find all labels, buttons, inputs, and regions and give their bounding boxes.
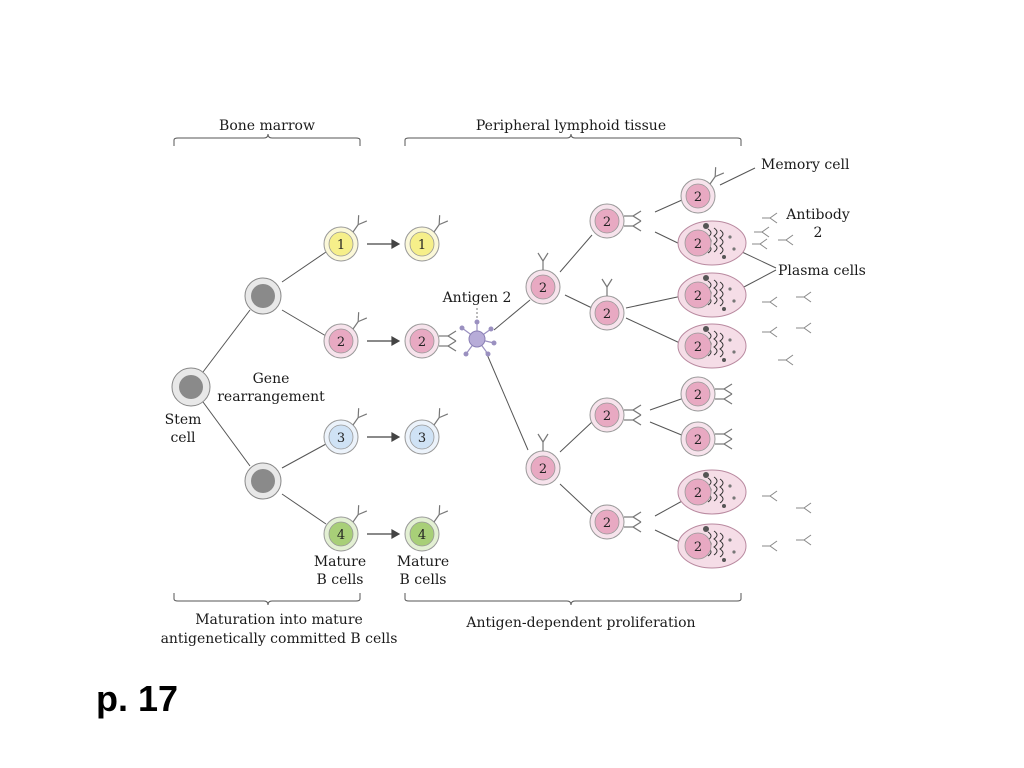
plasma-cell-1: 2 — [677, 220, 747, 266]
antibody-label-line2: 2 — [814, 225, 823, 241]
plasma-cells-label: Plasma cells — [778, 263, 866, 279]
peripheral-brace — [404, 133, 742, 146]
clone-number: 2 — [694, 237, 702, 252]
antigen-label: Antigen 2 — [442, 290, 512, 306]
activated-b-cell-lower: 2 — [525, 433, 561, 486]
clone-number: 2 — [603, 516, 611, 531]
clone-number: 2 — [603, 215, 611, 230]
clone-number: 2 — [694, 540, 702, 555]
mature-b-cells-label-2-line1: Mature — [397, 554, 449, 570]
peripheral-lymphoid-label: Peripheral lymphoid tissue — [476, 118, 666, 134]
precursor-cell-lower — [244, 462, 282, 500]
b-cell-clone-1: 1 — [323, 214, 368, 262]
clone-number: 2 — [694, 433, 702, 448]
daughter-b-cell-a: 2 — [680, 376, 733, 412]
proliferation-brace — [404, 593, 742, 606]
proliferation-label: Antigen-dependent proliferation — [465, 615, 695, 631]
proliferating-b-cell-a: 2 — [589, 203, 642, 239]
clone-number: 3 — [337, 431, 345, 446]
memory-cell: 2 — [680, 166, 725, 214]
stem-cell — [171, 367, 211, 407]
maturation-label-line2: antigenetically committed B cells — [161, 631, 398, 647]
plasma-cell-3: 2 — [677, 323, 747, 369]
clone-number: 2 — [539, 281, 547, 296]
maturation-label-line1: Maturation into mature — [195, 612, 363, 628]
clone-number: 2 — [694, 190, 702, 205]
clone-number: 4 — [337, 528, 345, 543]
daughter-b-cell-b: 2 — [680, 421, 733, 457]
activated-b-cell-upper: 2 — [525, 252, 561, 305]
maturation-arrows — [367, 238, 401, 540]
mature-b-cells-label-1-line1: Mature — [314, 554, 366, 570]
clone-number: 2 — [539, 462, 547, 477]
b-cell-clone-4: 4 — [323, 504, 368, 552]
clone-number: 4 — [418, 528, 426, 543]
antibody-label-line1: Antibody — [785, 207, 850, 223]
clone-number: 2 — [694, 289, 702, 304]
memory-cell-label: Memory cell — [761, 157, 850, 173]
plasma-cell-4: 2 — [677, 469, 747, 515]
clone-number: 1 — [337, 238, 345, 253]
peripheral-b-cell-4: 4 — [404, 504, 449, 552]
stem-cell-label-line2: cell — [170, 430, 196, 446]
bone-marrow-brace — [173, 133, 361, 146]
clone-number: 2 — [603, 307, 611, 322]
gene-rearrangement-label-line1: Gene — [253, 371, 290, 387]
gene-rearrangement-label-line2: rearrangement — [217, 389, 325, 405]
page-number-label: p. 17 — [96, 678, 179, 719]
peripheral-b-cell-2: 2 — [404, 323, 457, 359]
antigen-2 — [459, 308, 497, 357]
peripheral-b-cell-3: 3 — [404, 407, 449, 455]
clone-number: 2 — [694, 388, 702, 403]
clone-number: 1 — [418, 238, 426, 253]
stem-cell-label-line1: Stem — [165, 412, 202, 428]
peripheral-b-cell-1: 1 — [404, 214, 449, 262]
clone-number: 3 — [418, 431, 426, 446]
b-cell-clone-2: 2 — [323, 311, 368, 359]
mature-b-cells-label-2-line2: B cells — [399, 572, 446, 588]
proliferating-b-cell-d: 2 — [589, 504, 642, 540]
plasma-cell-2: 2 — [677, 272, 747, 318]
clone-number: 2 — [694, 486, 702, 501]
proliferating-b-cell-b: 2 — [589, 278, 625, 331]
clone-number: 2 — [694, 340, 702, 355]
clone-number: 2 — [337, 335, 345, 350]
maturation-brace — [173, 593, 361, 606]
clone-number: 2 — [603, 409, 611, 424]
clone-number: 2 — [418, 335, 426, 350]
precursor-cell-upper — [244, 277, 282, 315]
proliferating-b-cell-c: 2 — [589, 397, 642, 433]
plasma-cell-5: 2 — [677, 523, 747, 569]
b-cell-clone-3: 3 — [323, 407, 368, 455]
mature-b-cells-label-1-line2: B cells — [316, 572, 363, 588]
bone-marrow-label: Bone marrow — [219, 118, 315, 134]
